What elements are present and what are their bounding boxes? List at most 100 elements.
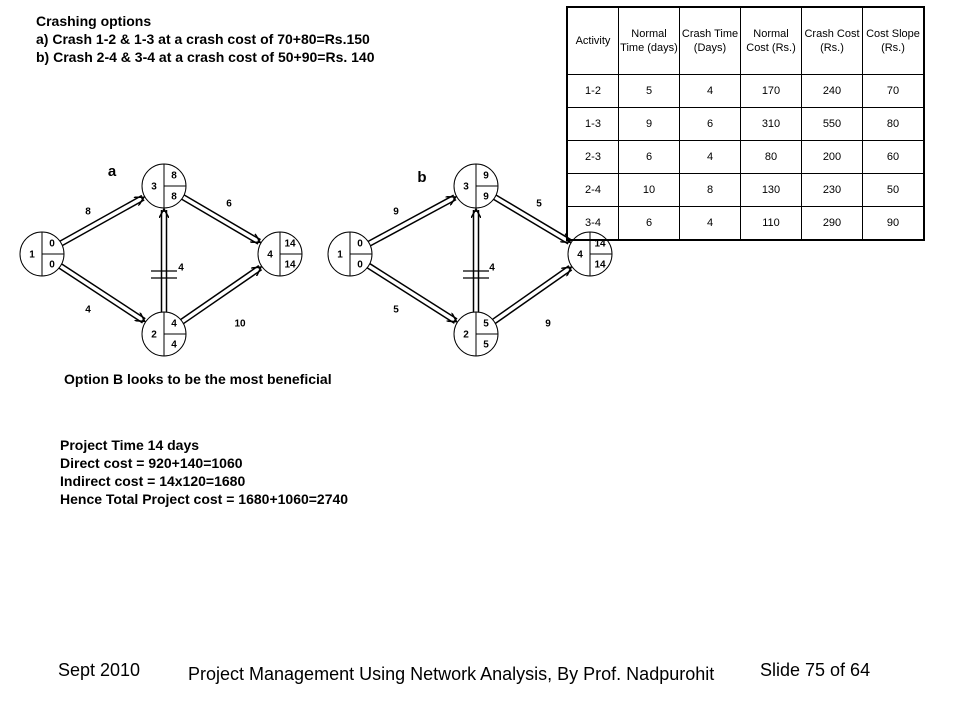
table-cell: 9 xyxy=(618,107,680,141)
table-cell: 90 xyxy=(862,206,925,241)
table-cell: 130 xyxy=(740,173,802,207)
crashing-option-a: a) Crash 1-2 & 1-3 at a crash cost of 70… xyxy=(36,31,370,47)
arrow-2-4 xyxy=(492,265,573,325)
arrow-1-3 xyxy=(367,194,457,247)
table-cell: 290 xyxy=(801,206,863,241)
node-1: 1 0 0 xyxy=(327,231,373,277)
table-cell: 200 xyxy=(801,140,863,174)
duration-label: 9 xyxy=(393,207,399,218)
node-latest: 0 xyxy=(49,260,55,271)
arrow-line xyxy=(62,199,145,247)
arrow-line xyxy=(183,269,263,325)
node-latest: 4 xyxy=(171,340,177,351)
arrow-line xyxy=(61,263,146,320)
table-cell: 6 xyxy=(679,107,741,141)
crashing-heading: Crashing options xyxy=(36,13,152,29)
network-label: a xyxy=(108,163,117,180)
arrow-3-4 xyxy=(493,194,572,245)
arrow-line xyxy=(495,269,573,325)
arrow-line xyxy=(370,198,457,247)
arrow-line xyxy=(495,194,572,241)
duration-label: 5 xyxy=(393,305,399,316)
header-activity: Activity xyxy=(566,6,619,75)
table-cell: 240 xyxy=(801,74,863,108)
duration-label: 4 xyxy=(85,305,91,316)
footer-slide-number: Slide 75 of 64 xyxy=(760,660,871,680)
node-latest: 14 xyxy=(594,260,606,271)
arrow-1-3 xyxy=(59,194,145,247)
table-cell: 60 xyxy=(862,140,925,174)
crashing-option-b: b) Crash 2-4 & 3-4 at a crash cost of 50… xyxy=(36,49,375,65)
direct-cost: Direct cost = 920+140=1060 xyxy=(60,455,243,471)
node-latest: 9 xyxy=(483,192,489,203)
node-earliest: 5 xyxy=(483,319,489,330)
arrow-head xyxy=(258,241,260,242)
table-cell: 80 xyxy=(740,140,802,174)
node-id: 3 xyxy=(463,182,469,193)
node-2: 244 xyxy=(141,311,187,357)
footer-title: Project Management Using Network Analysi… xyxy=(188,664,715,684)
header-normal-time: Normal Time (days) xyxy=(618,6,680,75)
node-latest: 14 xyxy=(284,260,296,271)
table-cell: 10 xyxy=(618,173,680,207)
arrow-line xyxy=(181,198,259,245)
table-cell: 3-4 xyxy=(566,206,619,241)
node-earliest: 0 xyxy=(357,239,363,250)
arrow-head xyxy=(454,320,456,321)
arrow-2-4 xyxy=(180,264,263,325)
duration-label: 4 xyxy=(489,263,495,274)
node-id: 4 xyxy=(577,250,583,261)
header-crash-time: Crash Time (Days) xyxy=(679,6,741,75)
arrow-line xyxy=(59,194,143,242)
table-cell: 1-3 xyxy=(566,107,619,141)
duration-label: 9 xyxy=(545,319,551,330)
table-cell: 230 xyxy=(801,173,863,207)
footer-date: Sept 2010 xyxy=(58,660,141,680)
project-time: Project Time 14 days xyxy=(60,437,200,453)
node-earliest: 14 xyxy=(594,239,606,250)
arrow-3-4 xyxy=(181,194,261,245)
arrow-head xyxy=(142,320,144,321)
node-id: 1 xyxy=(29,250,35,261)
table-cell: 70 xyxy=(862,74,925,108)
node-id: 3 xyxy=(151,182,157,193)
header-cost-slope: Cost Slope (Rs.) xyxy=(862,6,925,75)
arrow-2-3 xyxy=(463,210,489,312)
node-earliest: 4 xyxy=(171,319,177,330)
table-cell: 1-2 xyxy=(566,74,619,108)
duration-label: 4 xyxy=(178,263,184,274)
arrow-line xyxy=(366,267,455,324)
indirect-cost: Indirect cost = 14x120=1680 xyxy=(60,473,246,489)
arrow-2-3 xyxy=(151,210,177,312)
node-earliest: 0 xyxy=(49,239,55,250)
duration-label: 5 xyxy=(536,199,542,210)
table-cell: 80 xyxy=(862,107,925,141)
node-3: 388 xyxy=(141,163,187,209)
arrow-line xyxy=(369,263,458,320)
node-2: 2 5 5 xyxy=(453,311,499,357)
table-cell: 310 xyxy=(740,107,802,141)
table-cell: 50 xyxy=(862,173,925,207)
cost-table: Activity Normal Time (days) Crash Time (… xyxy=(566,6,925,241)
node-id: 1 xyxy=(337,250,343,261)
arrow-head xyxy=(569,268,571,269)
node-latest: 0 xyxy=(357,260,363,271)
conclusion-text: Option B looks to be the most beneficial xyxy=(64,371,332,387)
arrow-line xyxy=(58,267,143,324)
table-cell: 110 xyxy=(740,206,802,241)
table-cell: 170 xyxy=(740,74,802,108)
table-cell: 4 xyxy=(679,140,741,174)
network-label: b xyxy=(417,169,426,186)
table-cell: 6 xyxy=(618,206,680,241)
node-earliest: 14 xyxy=(284,239,296,250)
arrow-line xyxy=(492,265,570,320)
arrow-head xyxy=(141,198,143,199)
node-id: 2 xyxy=(463,330,469,341)
node-latest: 5 xyxy=(483,340,489,351)
node-1: 1 0 0 xyxy=(19,231,65,277)
arrow-1-2 xyxy=(366,263,458,324)
